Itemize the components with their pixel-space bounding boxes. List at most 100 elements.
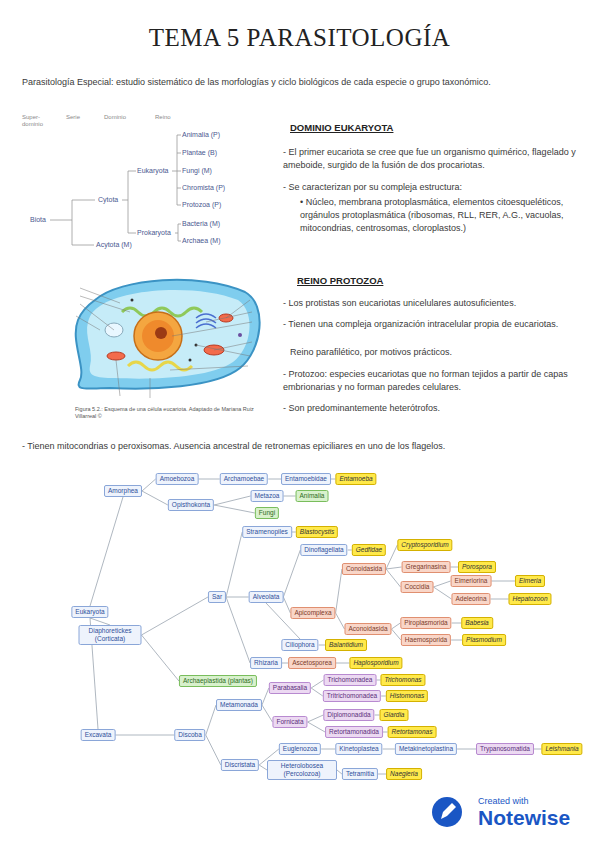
tree-connector — [142, 491, 168, 505]
tree-connector — [283, 550, 300, 597]
node-text: Trypanosomatida — [480, 745, 530, 753]
bullet-text: - Protozoo: especies eucariotas que no f… — [283, 368, 588, 394]
logo-pencil — [441, 803, 456, 819]
node-text: Metamonada — [220, 701, 258, 709]
node-text: Diplomonadida — [327, 711, 370, 719]
node-text: Babesia — [465, 619, 489, 627]
node-text: Metakinetoplastina — [399, 745, 453, 753]
node-text: Amorphea — [108, 487, 138, 495]
tree-connector — [336, 663, 350, 664]
leader-lines — [76, 288, 252, 398]
kingdom-box: Fungi — [255, 507, 279, 519]
node-text: Dinoflagellata — [304, 546, 343, 554]
tree-connector — [392, 623, 401, 629]
bullet-text: - El primer eucariota se cree que fue un… — [283, 146, 583, 172]
clade-box: Euglenozoa — [279, 743, 321, 755]
node-text: Porospora — [462, 563, 492, 571]
node-text: Sar — [212, 593, 222, 601]
node-text: Fornicata — [276, 718, 303, 726]
tree-connector — [457, 749, 476, 750]
node-text: Excavata — [85, 731, 112, 739]
taxon-label: Plantae (B) — [182, 149, 217, 157]
section-heading: DOMINIO EUKARYOTA — [290, 122, 393, 133]
bullet-text: - Son predominantemente heterótrofos. — [283, 402, 583, 415]
clade-box: Alveolata — [249, 591, 284, 603]
tree-connector — [491, 581, 515, 582]
taxon-box: Fornicata — [272, 716, 307, 728]
tree-connector — [262, 705, 272, 722]
tree-connector — [90, 618, 110, 625]
genus-box: Leishmania — [541, 743, 582, 755]
node-text: Eimeria — [519, 577, 541, 585]
tree-connector — [452, 623, 462, 624]
clade-box: Discristata — [221, 759, 259, 771]
node-text: Adeleorina — [455, 595, 486, 603]
taxon-label: Archaea (M) — [182, 237, 221, 245]
node-text: Naegleria — [390, 770, 418, 778]
clade-box: Dinoflagellata — [300, 544, 347, 556]
taxon-box: Eimeriorina — [451, 575, 492, 587]
node-text: Leishmania — [545, 745, 578, 753]
cell-illustration — [76, 280, 260, 398]
genus-box: Naegleria — [386, 768, 422, 780]
clade-box: Opisthokonta — [168, 499, 214, 511]
genus-box: Entamoeba — [335, 473, 376, 485]
node-text: Parabasalia — [273, 684, 307, 692]
node-text: Amoebozoa — [160, 475, 195, 483]
clade-box: Archamoebae — [220, 473, 268, 485]
tree-connector — [226, 597, 250, 663]
clade-box: Metamonada — [216, 699, 262, 711]
tree-connector — [378, 774, 386, 775]
node-text: Animalia — [300, 492, 325, 500]
clade-box: Metazoa — [251, 490, 284, 502]
node-text: Apicomplexa — [294, 609, 331, 617]
tree-connector — [308, 722, 326, 732]
genus-box: Giardia — [380, 709, 409, 721]
note-text: Reino parafilético, por motivos práctico… — [290, 346, 452, 359]
taxon-label: Protozoa (P) — [182, 201, 221, 209]
taxon-label: Eukaryota — [137, 167, 169, 175]
tree-line — [50, 200, 95, 245]
clade-box: Diaphoretickes (Corticata) — [79, 625, 142, 645]
taxonomy-tree-lines — [50, 135, 181, 245]
taxon-box: Retortamonadida — [325, 726, 383, 738]
tree-connector — [491, 599, 509, 600]
page-title: TEMA 5 PARASITOLOGÍA — [0, 24, 599, 52]
node-text: Haemosporida — [405, 636, 447, 644]
clade-box: Sar — [208, 591, 226, 603]
rank-header: Serie — [66, 114, 80, 121]
tree-connector — [206, 705, 216, 735]
node-text: Hepatozoon — [512, 595, 547, 603]
tree-connector — [392, 629, 401, 640]
tree-connector — [142, 479, 156, 491]
taxon-box: Gregarinasina — [402, 561, 451, 573]
genus-box: Plasmodium — [462, 634, 506, 646]
tree-connector — [142, 635, 179, 681]
tree-connector — [311, 688, 323, 696]
section-heading: REINO PROTOZOA — [297, 275, 383, 286]
tree-connector — [383, 749, 395, 750]
tree-connector — [433, 587, 451, 599]
nucleoplasm — [142, 320, 174, 352]
bullet-text: - Tienen mitocondrias o peroxisomas. Aus… — [22, 440, 597, 453]
clade-box: Entamoebidae — [281, 473, 331, 485]
genus-box: Haplosporidium — [349, 657, 402, 669]
golgi-apparatus — [196, 314, 216, 328]
node-text: Giardia — [384, 711, 405, 719]
node-text: Eimeriorina — [455, 577, 488, 585]
tree-connector — [115, 735, 174, 736]
taxon-box: Haemosporida — [401, 634, 451, 646]
node-text: Entamoeba — [339, 475, 372, 483]
taxon-label: Fungi (M) — [182, 167, 212, 175]
nucleolus — [155, 327, 167, 339]
bullet-text: • Núcleo, membrana protoplasmática, elem… — [300, 196, 585, 235]
bullet-text: - Tienen una compleja organización intra… — [283, 318, 583, 331]
taxon-label: Acytota (M) — [96, 241, 132, 249]
ribosome — [131, 299, 134, 302]
rank-header: Super-dominio — [22, 114, 54, 128]
lysosome — [238, 333, 242, 337]
clade-box: Metakinetoplastina — [395, 743, 457, 755]
node-text: Diaphoretickes (Corticata) — [83, 627, 138, 643]
intro-text: Parasitología Especial: estudio sistemát… — [22, 76, 597, 89]
